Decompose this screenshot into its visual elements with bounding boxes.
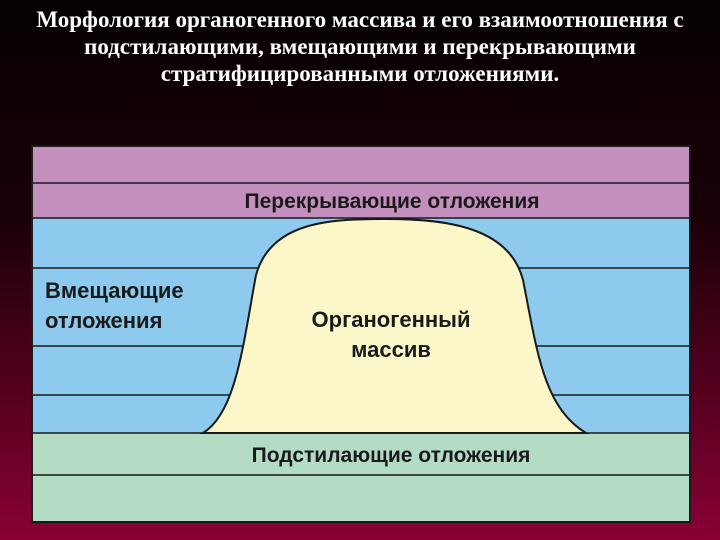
organogenic-massif xyxy=(199,217,590,434)
stratigraphy-diagram: Перекрывающие отложения Вмещающие отложе… xyxy=(31,145,691,523)
label-overlying: Перекрывающие отложения xyxy=(244,190,539,213)
label-enclosing-line2: отложения xyxy=(45,308,162,333)
slide-title: Морфология органогенного массива и его в… xyxy=(36,7,684,86)
label-massif-line2: массив xyxy=(351,337,431,362)
label-enclosing-line1: Вмещающие xyxy=(45,278,184,303)
diagram-frame xyxy=(31,145,691,523)
label-massif-line1: Органогенный xyxy=(312,307,471,332)
underlying-layer xyxy=(31,433,691,523)
label-underlying: Подстилающие отложения xyxy=(252,444,531,467)
overlying-layer xyxy=(31,145,691,218)
